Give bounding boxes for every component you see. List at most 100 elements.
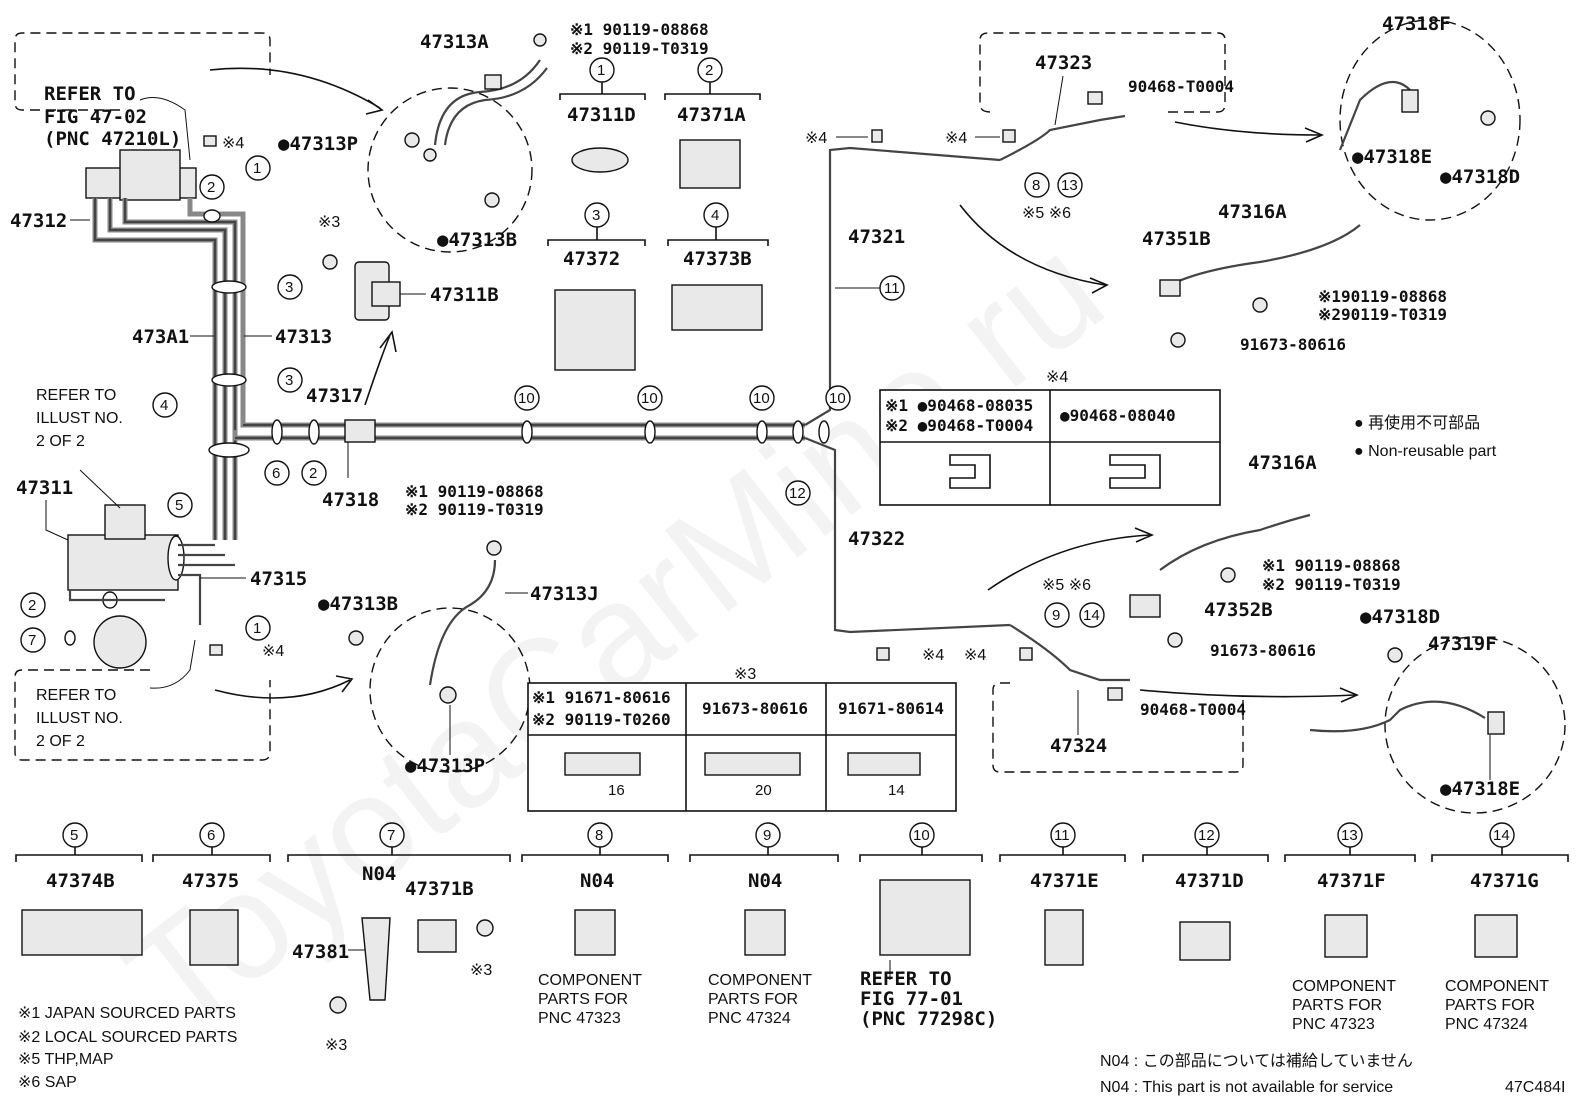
part-47311-top[interactable]	[104, 504, 146, 540]
callout-8[interactable]: 8	[1024, 172, 1050, 198]
callout-10-d[interactable]: 10	[825, 385, 851, 411]
callout-13[interactable]: 13	[1057, 172, 1083, 198]
clamp-3a[interactable]	[211, 280, 247, 294]
clamp-10d[interactable]	[818, 420, 830, 444]
callout-1-b[interactable]: 1	[245, 615, 271, 641]
bolt-icon[interactable]	[486, 540, 502, 556]
clip-icon[interactable]	[203, 135, 217, 147]
svg-text:5: 5	[70, 827, 78, 844]
bolt-icon[interactable]	[404, 132, 420, 148]
part-reservoir[interactable]	[93, 615, 147, 669]
callout-7-a[interactable]: 7	[20, 627, 46, 653]
svg-text:7: 7	[28, 632, 36, 649]
bracket-47352B-icon[interactable]	[1129, 594, 1161, 618]
svg-text:13: 13	[1341, 827, 1358, 844]
bolt-icon[interactable]	[484, 192, 500, 208]
callout-6-a[interactable]: 6	[264, 460, 290, 486]
bottom-item-12[interactable]: 12 47371D	[1142, 822, 1269, 961]
note-90119-T0319-a: ※2 90119-T0319	[570, 39, 709, 58]
clamp-5[interactable]	[167, 535, 185, 581]
clamp-2a[interactable]	[203, 209, 221, 223]
bottom-item-7[interactable]: 7 N04 47371B ※3 ※3	[287, 822, 511, 1054]
clamp-3b[interactable]	[211, 373, 247, 387]
clip-icon[interactable]	[876, 647, 890, 661]
bolt-icon[interactable]	[1167, 632, 1183, 648]
bottom-item-13[interactable]: 13 47371F COMPONENT PARTS FOR PNC 47323	[1284, 822, 1416, 1033]
clip-icon[interactable]	[871, 129, 883, 143]
callout-2-47371A[interactable]: 2 47371A	[664, 57, 761, 189]
clip-icon[interactable]	[1107, 687, 1123, 701]
callout-4-a[interactable]: 4	[152, 392, 178, 418]
fitting-icon[interactable]	[439, 686, 457, 704]
callout-11[interactable]: 11	[879, 275, 905, 301]
bolt-icon[interactable]	[1252, 297, 1268, 313]
clamp-10a[interactable]	[521, 420, 533, 444]
clip-47371D-icon	[1179, 921, 1231, 961]
callout-10-b[interactable]: 10	[637, 385, 663, 411]
clip-icon[interactable]	[1002, 129, 1016, 143]
clamp-10b[interactable]	[644, 420, 656, 444]
clip-icon[interactable]	[1087, 91, 1103, 105]
clamp-2b[interactable]	[308, 419, 320, 445]
ref-illust-top[interactable]: REFER TO ILLUST NO. 2 OF 2	[36, 387, 123, 450]
bolt-icon[interactable]	[348, 630, 364, 646]
clip-icon[interactable]	[209, 644, 223, 656]
bottom-item-8[interactable]: 8 N04 COMPONENT PARTS FOR PNC 47323	[521, 822, 669, 1027]
callout-2-b[interactable]: 2	[301, 460, 327, 486]
note-90119-T0319-c: ※2 90119-T0319	[1262, 575, 1401, 594]
fitting-icon[interactable]	[484, 74, 502, 90]
clamp-12[interactable]	[792, 420, 804, 444]
ref-fig-47[interactable]: REFER TO FIG 47-02 (PNC 47210L)	[44, 83, 181, 150]
callout-9[interactable]: 9	[1044, 602, 1070, 628]
callout-10-a[interactable]: 10	[514, 385, 540, 411]
ref-illust-bot[interactable]: REFER TO ILLUST NO. 2 OF 2	[36, 687, 123, 750]
clamp-4[interactable]	[208, 442, 250, 458]
caliper-icon[interactable]	[1487, 711, 1505, 735]
bolt-icon[interactable]	[1387, 647, 1403, 663]
callout-2-c[interactable]: 2	[20, 592, 46, 618]
bolt-icon[interactable]	[533, 33, 547, 47]
bottom-item-11[interactable]: 11 47371E	[999, 822, 1126, 966]
clamp-6[interactable]	[271, 419, 283, 445]
svg-text:FIG 77-01: FIG 77-01	[860, 988, 963, 1010]
part-47312-body[interactable]	[119, 149, 181, 201]
svg-text:1: 1	[253, 620, 261, 637]
callout-3-a[interactable]: 3	[277, 274, 303, 300]
svg-text:PARTS FOR: PARTS FOR	[538, 991, 628, 1008]
part-47311-body[interactable]	[67, 534, 179, 591]
svg-text:※4: ※4	[1046, 369, 1068, 386]
bracket-47351B-icon[interactable]	[1159, 279, 1181, 297]
part-47318[interactable]	[344, 419, 376, 443]
note-s4-b: ※4	[262, 643, 284, 660]
callout-12-a[interactable]: 12	[785, 480, 811, 506]
callout-14[interactable]: 14	[1079, 602, 1105, 628]
callout-4-47373B[interactable]: 4 47373B	[667, 202, 769, 331]
bolt-icon[interactable]	[1480, 110, 1496, 126]
clamp-10c[interactable]	[756, 420, 768, 444]
callout-3-47372[interactable]: 3 47372	[547, 202, 646, 371]
callout-1-a[interactable]: 1	[245, 155, 271, 181]
bottom-item-6[interactable]: 6 47375	[152, 822, 271, 966]
bolt-icon[interactable]	[1220, 567, 1236, 583]
clamp-7[interactable]	[64, 630, 76, 646]
callout-1-47311D[interactable]: 1 47311D	[559, 57, 646, 173]
bottom-item-9[interactable]: 9 N04 COMPONENT PARTS FOR PNC 47324	[689, 822, 839, 1027]
bottom-item-14[interactable]: 14 47371G COMPONENT PARTS FOR PNC 47324	[1431, 822, 1569, 1033]
bolt-icon[interactable]	[1170, 332, 1186, 348]
svg-text:47372: 47372	[563, 248, 620, 270]
svg-text:1: 1	[597, 62, 605, 79]
callout-10-c[interactable]: 10	[749, 385, 775, 411]
bolt-icon[interactable]	[322, 254, 338, 270]
clip-icon[interactable]	[1019, 647, 1033, 661]
callout-5-a[interactable]: 5	[167, 492, 193, 518]
bottom-item-5[interactable]: 5 47374B	[15, 822, 143, 956]
bottom-item-10[interactable]: 10	[859, 822, 983, 980]
part-47311B-tab[interactable]	[371, 281, 401, 307]
callout-3-b[interactable]: 3	[277, 367, 303, 393]
fitting-icon[interactable]	[423, 148, 437, 162]
ref-fig-77[interactable]: REFER TO FIG 77-01 (PNC 77298C)	[860, 968, 997, 1030]
hose-47316A-top	[1169, 224, 1361, 286]
callout-2-a[interactable]: 2	[199, 174, 225, 200]
svg-text:N04: N04	[748, 870, 782, 892]
caliper-icon[interactable]	[1401, 89, 1419, 113]
